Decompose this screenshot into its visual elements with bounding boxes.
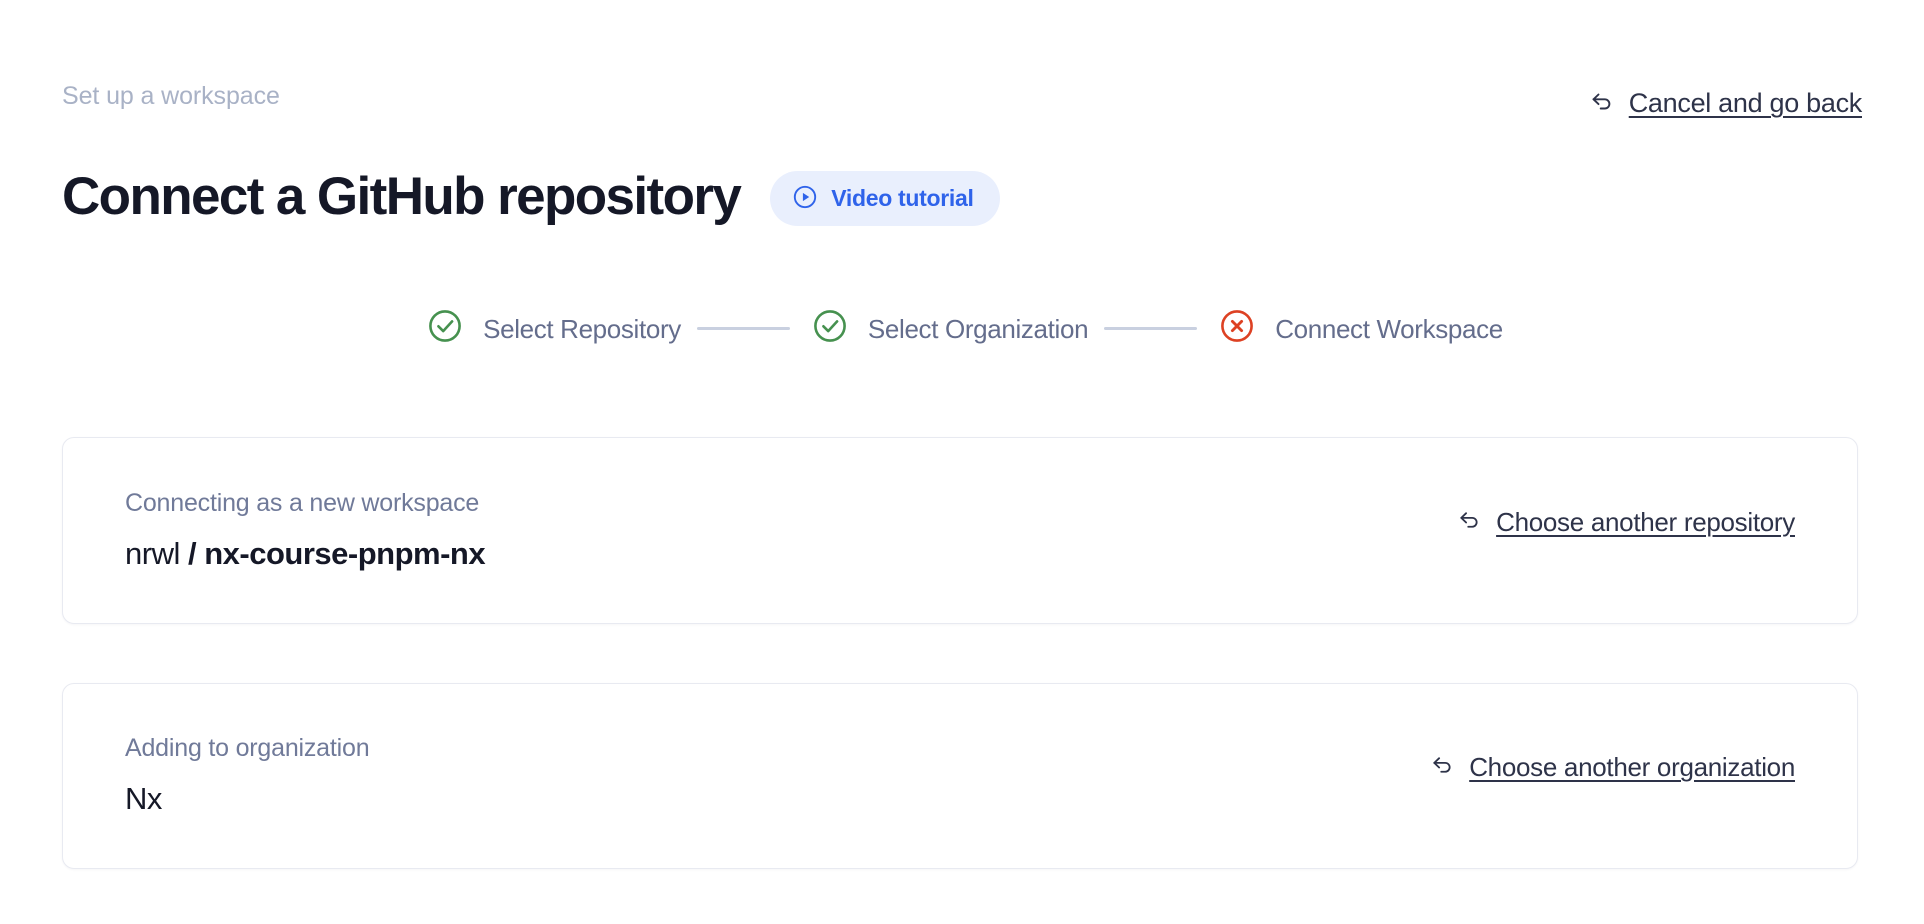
step-select-organization[interactable]: Select Organization (806, 302, 1089, 355)
repository-card-info: Connecting as a new workspace nrwl / nx-… (125, 488, 486, 571)
title-row: Connect a GitHub repository Video tutori… (62, 133, 1862, 260)
repository-separator: / (187, 535, 197, 571)
step-label-select-repository: Select Repository (483, 313, 681, 344)
step-connect-workspace[interactable]: Connect Workspace (1213, 302, 1503, 355)
check-circle-icon (421, 302, 469, 355)
page-title: Connect a GitHub repository (62, 166, 742, 226)
organization-card-caption: Adding to organization (125, 734, 370, 763)
back-arrow-icon (1455, 505, 1484, 539)
repository-card-caption: Connecting as a new workspace (125, 488, 480, 517)
organization-card-info: Adding to organization Nx (125, 734, 370, 817)
page-header: Set up a workspace Connect a GitHub repo… (62, 82, 1862, 226)
check-circle-icon (806, 302, 854, 355)
step-connector-1 (696, 327, 790, 330)
organization-card: Adding to organization Nx Choose another… (62, 683, 1858, 869)
choose-another-repository-link[interactable]: Choose another repository (1455, 505, 1795, 539)
choose-another-organization-label: Choose another organization (1469, 752, 1795, 782)
organization-card-inner: Adding to organization Nx Choose another… (63, 684, 1857, 868)
step-select-repository[interactable]: Select Repository (421, 302, 681, 355)
video-tutorial-button[interactable]: Video tutorial (770, 170, 1000, 226)
step-label-connect-workspace: Connect Workspace (1275, 313, 1503, 344)
repository-name: nx-course-pnpm-nx (204, 535, 486, 571)
cancel-and-go-back-link[interactable]: Cancel and go back (1587, 86, 1862, 121)
breadcrumb: Set up a workspace (62, 82, 280, 110)
repository-owner: nrwl (125, 535, 180, 571)
repository-card-inner: Connecting as a new workspace nrwl / nx-… (63, 438, 1857, 623)
step-connector-2 (1104, 327, 1198, 330)
play-circle-icon (792, 184, 818, 213)
progress-stepper: Select Repository Select Organization Co… (0, 302, 1924, 355)
x-circle-icon (1213, 302, 1261, 355)
cancel-and-go-back-label: Cancel and go back (1628, 88, 1863, 118)
repository-card: Connecting as a new workspace nrwl / nx-… (62, 437, 1858, 624)
choose-another-organization-link[interactable]: Choose another organization (1428, 750, 1795, 784)
choose-another-repository-label: Choose another repository (1496, 506, 1795, 537)
organization-name: Nx (125, 781, 162, 817)
step-label-select-organization: Select Organization (867, 313, 1089, 344)
back-arrow-icon (1587, 86, 1617, 121)
back-arrow-icon (1428, 750, 1457, 784)
video-tutorial-label: Video tutorial (831, 184, 974, 211)
repository-card-value: nrwl / nx-course-pnpm-nx (125, 535, 486, 571)
